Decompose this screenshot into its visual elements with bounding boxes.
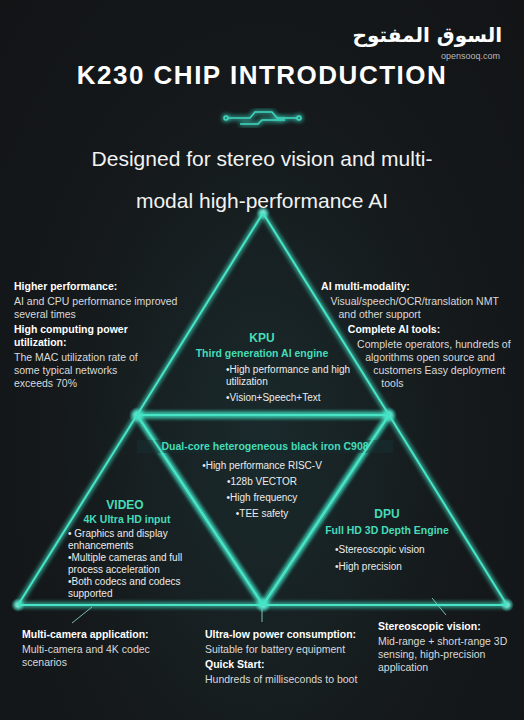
callout-heading: High computing power utilization: [14, 323, 220, 349]
watermark: opensooq.com [400, 51, 500, 62]
triangle-block: DPU Full HD 3D Depth Engine •Stereoscopic … [263, 415, 507, 605]
callout-group: Multi-camera application: Multi-camera an… [22, 628, 162, 671]
callout-heading: Higher performance: [14, 280, 220, 293]
callout-text: Multi-camera and 4K codec scenarios [22, 643, 162, 669]
block-heading: Dual-core heterogeneous black iron C908 [137, 440, 393, 453]
callout-group: AI multi-modality: Visual/speech/OCR/tran… [312, 280, 518, 420]
circuit-dot [297, 116, 301, 120]
callout-heading: AI multi-modality: [312, 280, 518, 293]
feature-bullet: •High precision [335, 561, 455, 573]
circuit-dot [224, 116, 228, 120]
callout-text: Hundreds of milliseconds to boot [205, 673, 380, 686]
feature-bullet: •High frequency [202, 492, 322, 504]
callout-heading: Stereoscopic vision: [378, 620, 516, 633]
feature-bullet: •Both codecs and codecs supported [68, 576, 203, 600]
feature-bullet: •Multiple cameras and full process accel… [68, 552, 203, 576]
block-heading: DPU [347, 507, 427, 521]
circuit-trace [228, 112, 297, 118]
feature-bullet: • Graphics and display enhancements [68, 528, 203, 552]
callout-group: Higher performance: AI and CPU performanc… [14, 280, 220, 420]
callout-text: AI and CPU performance improved several … [14, 295, 220, 321]
callout-heading: Ultra-low power consumption: [205, 628, 380, 641]
callout-heading: Quick Start: [205, 658, 380, 671]
callout-heading: Complete AI tools: [312, 323, 518, 336]
callout-text: Visual/speech/OCR/translation NMT and ot… [312, 295, 518, 321]
callout-group: Ultra-low power consumption: Suitable for… [205, 628, 380, 688]
block-heading: 4K Ultra HD input [72, 513, 182, 526]
circuit-icon [224, 112, 301, 124]
feature-bullet: •High performance and high utilization [226, 364, 351, 388]
block-heading: VIDEO [80, 498, 170, 512]
block-heading: •High performance RISC-V [177, 460, 347, 472]
callout-group: Stereoscopic vision: Mid-range + short-ra… [378, 620, 516, 676]
block-heading: Third generation AI engine [182, 347, 342, 360]
triangle-block: VIDEO4K Ultra HD input • Graphics and dis… [18, 415, 263, 605]
title-text: K230 CHIP INTRODUCTION [0, 60, 524, 91]
circuit-trace [240, 120, 285, 124]
callout-text: Complete operators, hundreds of algorith… [312, 338, 518, 390]
callout-text: Suitable for battery equipment [205, 643, 380, 656]
vertex-sparks [11, 206, 514, 613]
feature-bullet: •Stereoscopic vision [335, 544, 455, 556]
callout-text: Mid-range + short-range 3D sensing, high… [378, 635, 516, 674]
feature-bullet: •Vision+Speech+Text [226, 392, 351, 404]
callout-text: The MAC utilization rate of some typical… [14, 351, 220, 390]
subtitle: Designed for stereo vision and multi-mod… [72, 138, 452, 222]
callout-heading: Multi-camera application: [22, 628, 162, 641]
leader-line [72, 607, 92, 623]
watermark: السوق المفتوح [330, 22, 502, 48]
block-heading: KPU [212, 331, 312, 345]
block-heading: Full HD 3D Depth Engine [317, 524, 457, 537]
feature-bullet: •TEE safety [212, 508, 312, 520]
triangle-edge [263, 415, 507, 605]
leader-line [432, 598, 446, 615]
feature-bullet: •128b VECTOR [202, 476, 322, 488]
leader-lines [72, 598, 446, 623]
triangle-edge [18, 415, 263, 605]
